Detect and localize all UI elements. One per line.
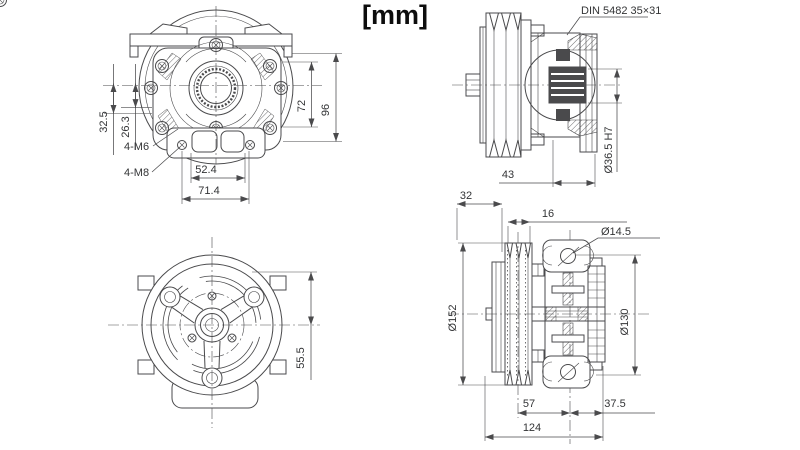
dim-124-label: 124	[523, 422, 541, 434]
thread-4m6-label: 4-M6	[124, 141, 149, 153]
pulley-section	[504, 242, 533, 386]
top-mounting-lug	[542, 239, 594, 273]
dim-52-4-label: 52.4	[195, 164, 216, 176]
armature-slot-arcs	[162, 275, 262, 375]
callout-4m8: 4-M8	[124, 146, 181, 179]
view-clutch-side: DIN 5482 35×31 43 Ø36.5 H7	[452, 5, 661, 187]
dim-bore-36-5: Ø36.5 H7	[588, 68, 622, 174]
dim-16-label: 16	[542, 208, 554, 220]
dim-outer-label: Ø152	[447, 305, 459, 332]
view-flange-front: 32.5 26.3 72 96 52.4	[0, 0, 342, 204]
dim-57-label: 57	[523, 398, 535, 410]
dim-26-3: 26.3	[120, 64, 152, 150]
thread-4m8-label: 4-M8	[124, 167, 149, 179]
dim-bolt-circle-130: Ø130	[576, 254, 641, 376]
view-clutch-front: 55.5	[108, 237, 320, 428]
dim-96-label: 96	[320, 104, 332, 116]
dim-bolt-circle-label: Ø130	[619, 309, 631, 336]
shaft-band	[532, 306, 605, 322]
dim-32-label: 32	[460, 190, 472, 202]
dim-55-5-label: 55.5	[295, 347, 307, 368]
dim-outer-152: Ø152	[447, 242, 505, 386]
dim-32-5-label: 32.5	[98, 111, 110, 132]
dim-32-5: 32.5	[98, 64, 152, 155]
dim-124: 124	[484, 366, 604, 441]
bottom-mounting-lug	[542, 355, 594, 389]
dim-37-5: 37.5	[570, 398, 655, 416]
dim-37-5-label: 37.5	[604, 398, 625, 410]
dim-72: 72	[283, 61, 318, 128]
dim-72-label: 72	[296, 100, 308, 112]
rotor-finned-block	[587, 257, 606, 371]
right-wing	[244, 23, 284, 35]
callout-4m6: 4-M6	[124, 128, 179, 153]
dim-96: 96	[283, 53, 342, 142]
dim-52-4: 52.4	[190, 153, 246, 183]
dim-16: 16	[507, 208, 627, 243]
callout-hole-14-5: Ø14.5	[572, 226, 660, 254]
hatched-hub-bottom	[567, 119, 598, 137]
pulley-discs	[485, 261, 506, 373]
dim-32: 32	[456, 190, 503, 252]
units-label: [mm]	[362, 0, 428, 30]
dim-43: 43	[499, 140, 596, 187]
armature-arms	[171, 295, 253, 369]
hatched-hub-top	[567, 33, 598, 51]
callout-din-spline: DIN 5482 35×31	[566, 5, 661, 36]
dim-43-label: 43	[502, 169, 514, 181]
din-spline-note: DIN 5482 35×31	[581, 5, 661, 17]
clutch-housing	[524, 24, 598, 153]
dim-57: 57	[518, 398, 570, 416]
dim-bore-label: Ø36.5 H7	[603, 126, 615, 173]
dim-71-4: 71.4	[181, 151, 250, 204]
cross-bars	[551, 272, 585, 356]
dim-hole-label: Ø14.5	[601, 226, 631, 238]
left-wing	[148, 23, 188, 35]
dim-71-4-label: 71.4	[198, 185, 219, 197]
pulley-body-connectors	[531, 263, 545, 363]
dim-55-5: 55.5	[252, 271, 317, 380]
arm-holes	[159, 286, 265, 389]
dim-26-3-label: 26.3	[120, 116, 132, 137]
splined-hub	[548, 66, 587, 104]
view-clutch-section: 32 16 Ø14.5 Ø152 Ø130	[447, 190, 660, 444]
